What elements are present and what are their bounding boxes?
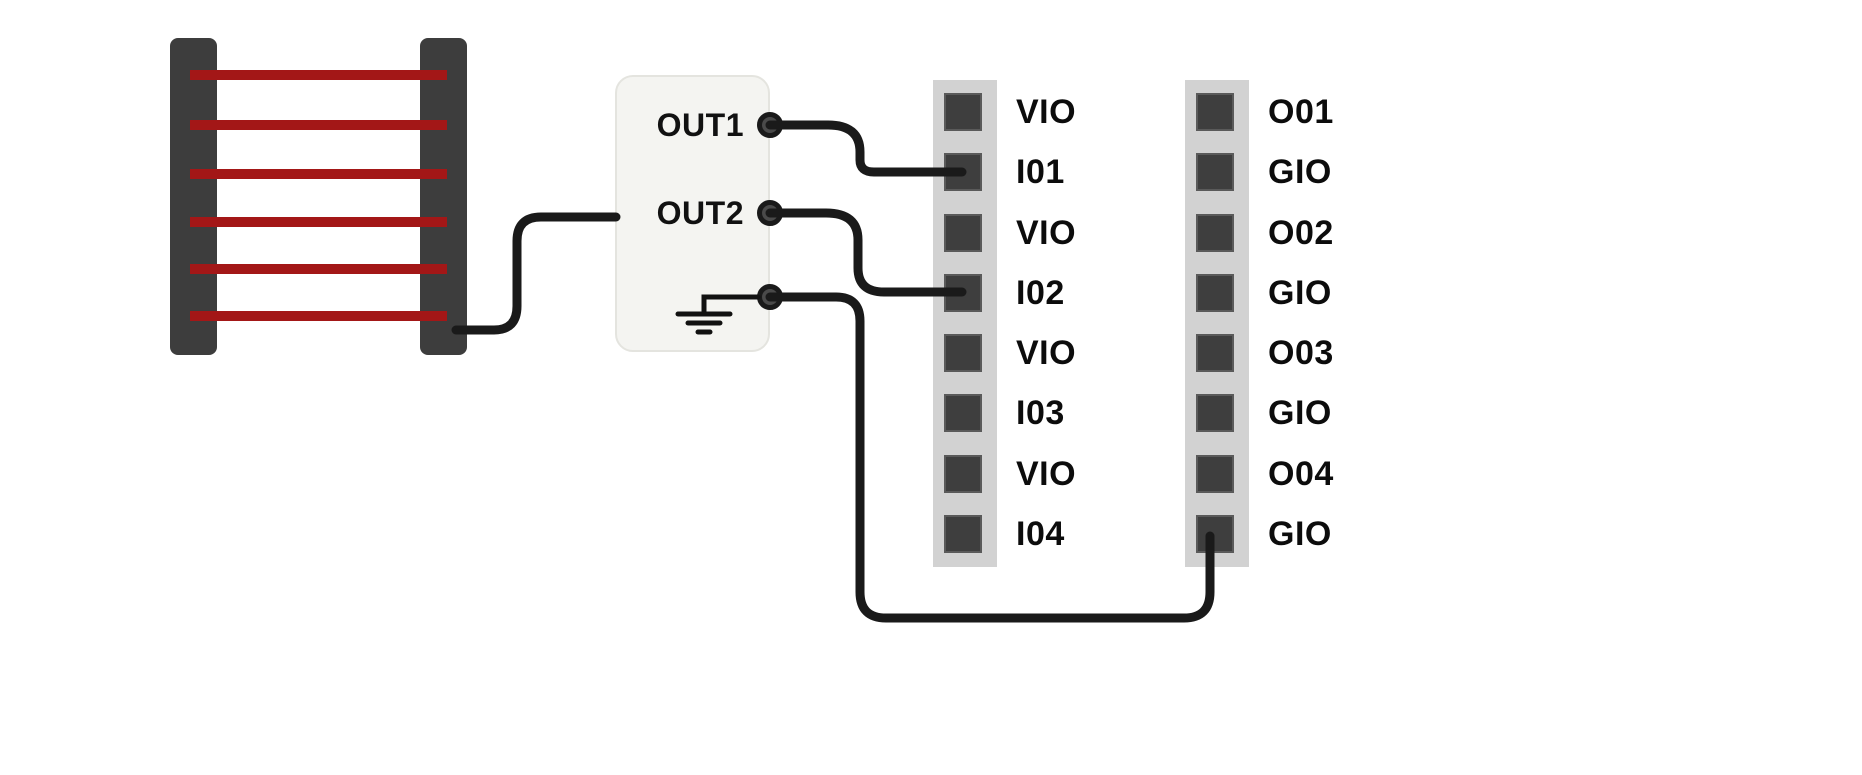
- terminal-pin[interactable]: [1196, 515, 1234, 553]
- terminal-pin[interactable]: [1196, 334, 1234, 372]
- terminal-pin-label: O01: [1268, 92, 1334, 131]
- terminal-row: I02: [933, 274, 1065, 312]
- terminal-pin[interactable]: [1196, 93, 1234, 131]
- terminal-row: O02: [1185, 214, 1334, 252]
- terminal-row: O01: [1185, 93, 1334, 131]
- terminal-row: VIO: [933, 455, 1076, 493]
- terminal-pin-label: O03: [1268, 333, 1334, 372]
- terminal-pin[interactable]: [944, 93, 982, 131]
- terminal-pin[interactable]: [944, 394, 982, 432]
- terminal-pin-label: GIO: [1268, 152, 1332, 191]
- terminal-row: O03: [1185, 334, 1334, 372]
- terminal-pin-label: GIO: [1268, 273, 1332, 312]
- terminal-row: I04: [933, 515, 1065, 553]
- ladder-rung: [190, 70, 447, 80]
- terminal-pin-label: VIO: [1016, 454, 1077, 493]
- terminal-pin[interactable]: [1196, 153, 1234, 191]
- input-terminal-strip[interactable]: VIO I01 VIO I02 VIO I03 VIO I04: [933, 80, 1353, 567]
- terminal-row: GIO: [1185, 394, 1332, 432]
- output-terminal-strip[interactable]: O01 GIO O02 GIO O03 GIO O04 GIO: [1185, 80, 1605, 567]
- terminal-row: O04: [1185, 455, 1334, 493]
- terminal-pin-label: I03: [1016, 393, 1065, 432]
- ladder-rung: [190, 311, 447, 321]
- ladder-right-bar: [420, 38, 467, 355]
- terminal-pin-label: I04: [1016, 514, 1065, 553]
- terminal-pin[interactable]: [944, 515, 982, 553]
- terminal-pin[interactable]: [944, 455, 982, 493]
- ground-icon: [675, 294, 761, 335]
- terminal-pin[interactable]: [1196, 455, 1234, 493]
- terminal-pin-label: I01: [1016, 152, 1065, 191]
- terminal-pin[interactable]: [944, 334, 982, 372]
- terminal-row: VIO: [933, 93, 1076, 131]
- terminal-pin-label: GIO: [1268, 514, 1332, 553]
- terminal-row: I01: [933, 153, 1065, 191]
- terminal-row: GIO: [1185, 153, 1332, 191]
- terminal-pin-label: I02: [1016, 273, 1065, 312]
- terminal-row: GIO: [1185, 515, 1332, 553]
- device-component[interactable]: [615, 75, 770, 352]
- terminal-row: VIO: [933, 214, 1076, 252]
- ladder-rung: [190, 120, 447, 130]
- terminal-pin-label: VIO: [1016, 213, 1077, 252]
- wire-ground-to-gio[interactable]: [765, 292, 1215, 623]
- terminal-row: GIO: [1185, 274, 1332, 312]
- device-pin-label-out1: OUT1: [656, 107, 744, 143]
- terminal-pin-label: VIO: [1016, 92, 1077, 131]
- wire-sensor-to-device[interactable]: [451, 212, 621, 335]
- terminal-pin-label: O04: [1268, 454, 1334, 493]
- terminal-pin[interactable]: [944, 214, 982, 252]
- terminal-pin[interactable]: [1196, 394, 1234, 432]
- ladder-rung: [190, 264, 447, 274]
- terminal-pin-label: VIO: [1016, 333, 1077, 372]
- terminal-pin-label: O02: [1268, 213, 1334, 252]
- wire-out1-to-i01[interactable]: [765, 120, 967, 177]
- terminal-row: VIO: [933, 334, 1076, 372]
- ladder-rung: [190, 217, 447, 227]
- terminal-pin[interactable]: [1196, 214, 1234, 252]
- light-curtain-component[interactable]: [170, 38, 467, 355]
- terminal-row: I03: [933, 394, 1065, 432]
- terminal-pin-label: GIO: [1268, 393, 1332, 432]
- wire-out2-to-i02[interactable]: [765, 208, 967, 297]
- ladder-rung: [190, 169, 447, 179]
- device-pin-label-out2: OUT2: [656, 195, 744, 231]
- terminal-pin[interactable]: [1196, 274, 1234, 312]
- ladder-left-bar: [170, 38, 217, 355]
